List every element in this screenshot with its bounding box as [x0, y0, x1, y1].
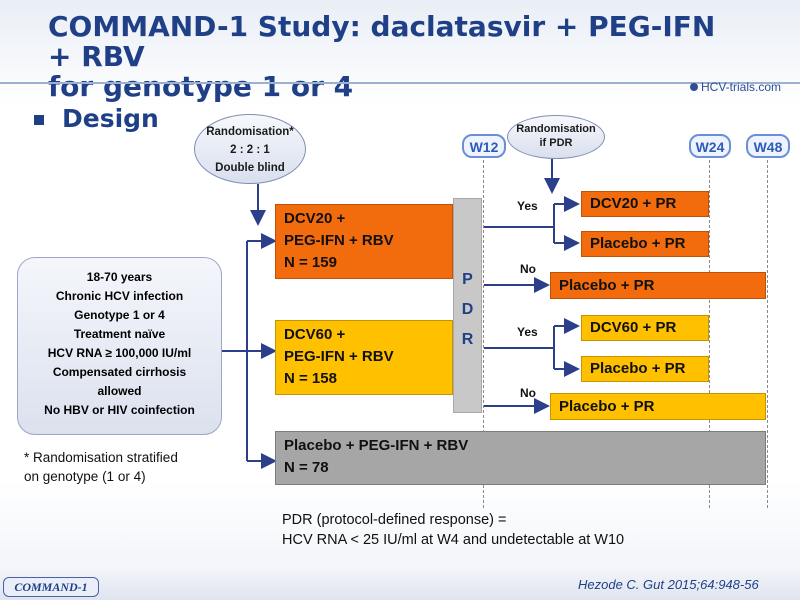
title-divider [0, 82, 800, 84]
arm-dcv60-box: DCV60 + PEG-IFN + RBV N = 158 [275, 320, 453, 395]
placebo-pr-box: Placebo + PR [581, 356, 709, 382]
note-line-1: * Randomisation stratified [24, 450, 178, 465]
arm-dcv20-line-3: N = 159 [284, 254, 337, 271]
placebo-pr-box: Placebo + PR [581, 231, 709, 257]
arm-placebo-line-1: Placebo + PEG-IFN + RBV [284, 437, 469, 454]
criterion-item: Treatment naïve [73, 327, 166, 341]
week-12-marker-line [483, 160, 484, 508]
citation: Hezode C. Gut 2015;64:948-56 [578, 577, 759, 592]
hcv-trials-logo: HCV-trials.com [690, 80, 781, 94]
arm-dcv60-line-1: DCV60 + [284, 326, 346, 343]
yes-label: Yes [517, 325, 538, 339]
arm-dcv20-line-2: PEG-IFN + RBV [284, 232, 394, 249]
arm-dcv20-line-1: DCV20 + [284, 210, 346, 227]
week-24-label: W24 [689, 134, 731, 158]
study-tag: COMMAND-1 [3, 577, 99, 597]
arm-placebo-line-2: N = 78 [284, 459, 329, 476]
title-line-2: for genotype 1 or 4 [48, 70, 354, 103]
slide-title: COMMAND-1 Study: daclatasvir + PEG-IFN +… [48, 12, 748, 102]
randomisation-pdr-line-1: Randomisation [516, 123, 596, 135]
arm-placebo-box: Placebo + PEG-IFN + RBV N = 78 [275, 431, 766, 485]
inclusion-criteria-box: 18-70 years Chronic HCV infection Genoty… [17, 257, 222, 435]
logo-text: HCV-trials.com [701, 80, 782, 94]
arm-dcv20-box: DCV20 + PEG-IFN + RBV N = 159 [275, 204, 453, 279]
criterion-item: Genotype 1 or 4 [74, 308, 165, 322]
week-12-label: W12 [462, 134, 506, 158]
no-label: No [520, 386, 536, 400]
pdr-letter: R [461, 331, 474, 348]
week-24-marker-line [709, 160, 710, 508]
pdr-letter: P [462, 271, 473, 288]
section-heading: Design [62, 104, 159, 133]
randomisation-line-2: 2 : 2 : 1 [230, 144, 270, 156]
criterion-item: 18-70 years [86, 270, 153, 284]
placebo-pr-box: Placebo + PR [550, 393, 766, 420]
arm-dcv60-line-3: N = 158 [284, 370, 337, 387]
criterion-item: No HBV or HIV coinfection [44, 403, 195, 417]
placebo-pr-box: Placebo + PR [550, 272, 766, 299]
pdr-definition-line-1: PDR (protocol-defined response) = [282, 512, 507, 528]
dcv20-pr-box: DCV20 + PR [581, 191, 709, 217]
footer-bar [0, 570, 800, 600]
pdr-letter: D [461, 301, 474, 318]
pdr-definition: PDR (protocol-defined response) = HCV RN… [282, 510, 624, 550]
note-line-2: on genotype (1 or 4) [24, 469, 146, 484]
no-label: No [520, 262, 536, 276]
week-48-label: W48 [746, 134, 790, 158]
criterion-item: HCV RNA ≥ 100,000 IU/ml [47, 346, 192, 360]
criterion-item: Chronic HCV infection [55, 289, 184, 303]
criterion-item: Compensated cirrhosis [52, 365, 187, 379]
title-line-1: COMMAND-1 Study: daclatasvir + PEG-IFN +… [48, 10, 716, 73]
randomisation-line-3: Double blind [215, 162, 285, 174]
criterion-item: allowed [97, 384, 142, 398]
randomisation-line-1: Randomisation* [206, 126, 294, 138]
week-48-marker-line [767, 160, 768, 508]
randomisation-bubble: Randomisation* 2 : 2 : 1 Double blind [194, 114, 306, 184]
stratification-note: * Randomisation stratified on genotype (… [24, 448, 178, 486]
randomisation-pdr-line-2: if PDR [539, 137, 573, 149]
bullet-icon [34, 115, 44, 125]
pdr-definition-line-2: HCV RNA < 25 IU/ml at W4 and undetectabl… [282, 532, 625, 548]
randomisation-if-pdr-bubble: Randomisation if PDR [507, 115, 605, 159]
dcv60-pr-box: DCV60 + PR [581, 315, 709, 341]
pdr-assessment-bar: P D R [453, 198, 482, 413]
logo-icon [690, 83, 698, 91]
yes-label: Yes [517, 199, 538, 213]
arm-dcv60-line-2: PEG-IFN + RBV [284, 348, 394, 365]
